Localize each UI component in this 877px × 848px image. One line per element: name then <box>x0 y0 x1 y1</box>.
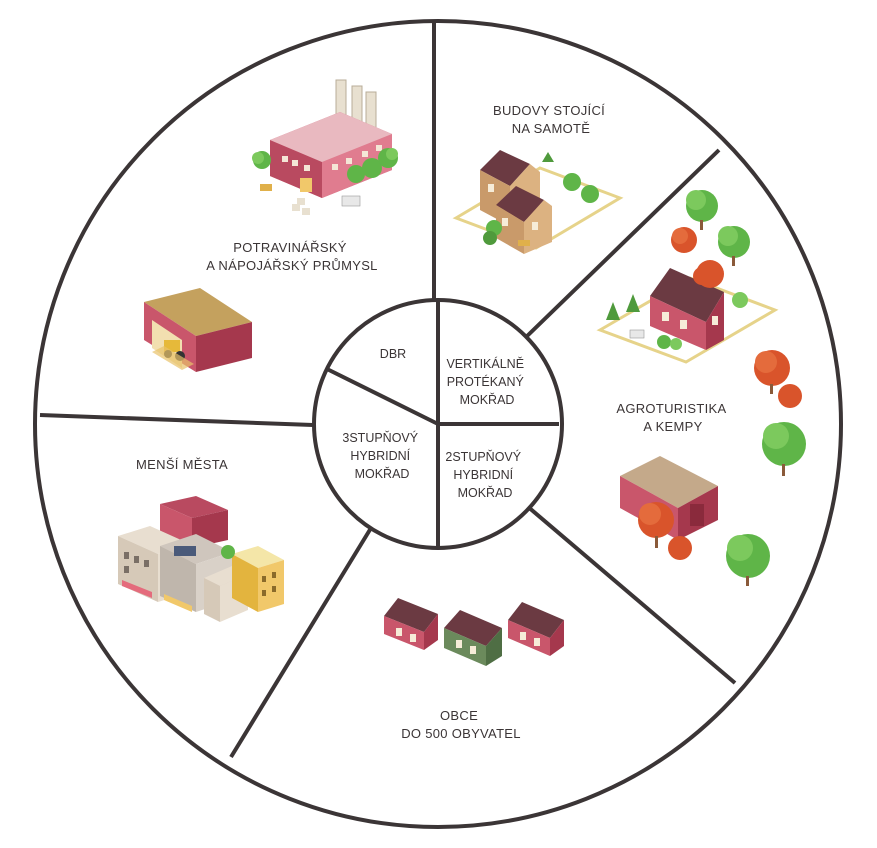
inner-label-three-stage: 3STUPŇOVÝ HYBRIDNÍ MOKŘAD <box>342 430 421 481</box>
inner-label-two-stage: 2STUPŇOVÝ HYBRIDNÍ MOKŘAD <box>445 449 524 500</box>
sector-dividers <box>39 21 737 759</box>
label-food-industry: POTRAVINÁŘSKÝ A NÁPOJÁŘSKÝ PRŮMYSL <box>206 240 377 273</box>
two-houses-icon <box>452 150 624 254</box>
barn-icon <box>620 456 718 560</box>
label-small-towns: MENŠÍ MĚSTA <box>136 457 228 472</box>
farmhouse-icon <box>596 267 779 364</box>
town-buildings-icon <box>118 496 284 622</box>
inner-label-dbr: DBR <box>380 347 406 361</box>
inner-label-vertical: VERTIKÁLNĚ PROTÉKANÝ MOKŘAD <box>446 356 527 407</box>
label-villages: OBCE DO 500 OBYVATEL <box>401 708 521 741</box>
inner-dividers <box>326 300 559 548</box>
farm-shed-icon <box>144 288 252 372</box>
trees-icon <box>671 190 806 586</box>
village-houses-icon <box>384 598 564 666</box>
label-agrotourism: AGROTURISTIKA A KEMPY <box>616 401 729 434</box>
factory-icon <box>252 79 398 215</box>
label-standalone-buildings: BUDOVY STOJÍCÍ NA SAMOTĚ <box>493 103 609 136</box>
